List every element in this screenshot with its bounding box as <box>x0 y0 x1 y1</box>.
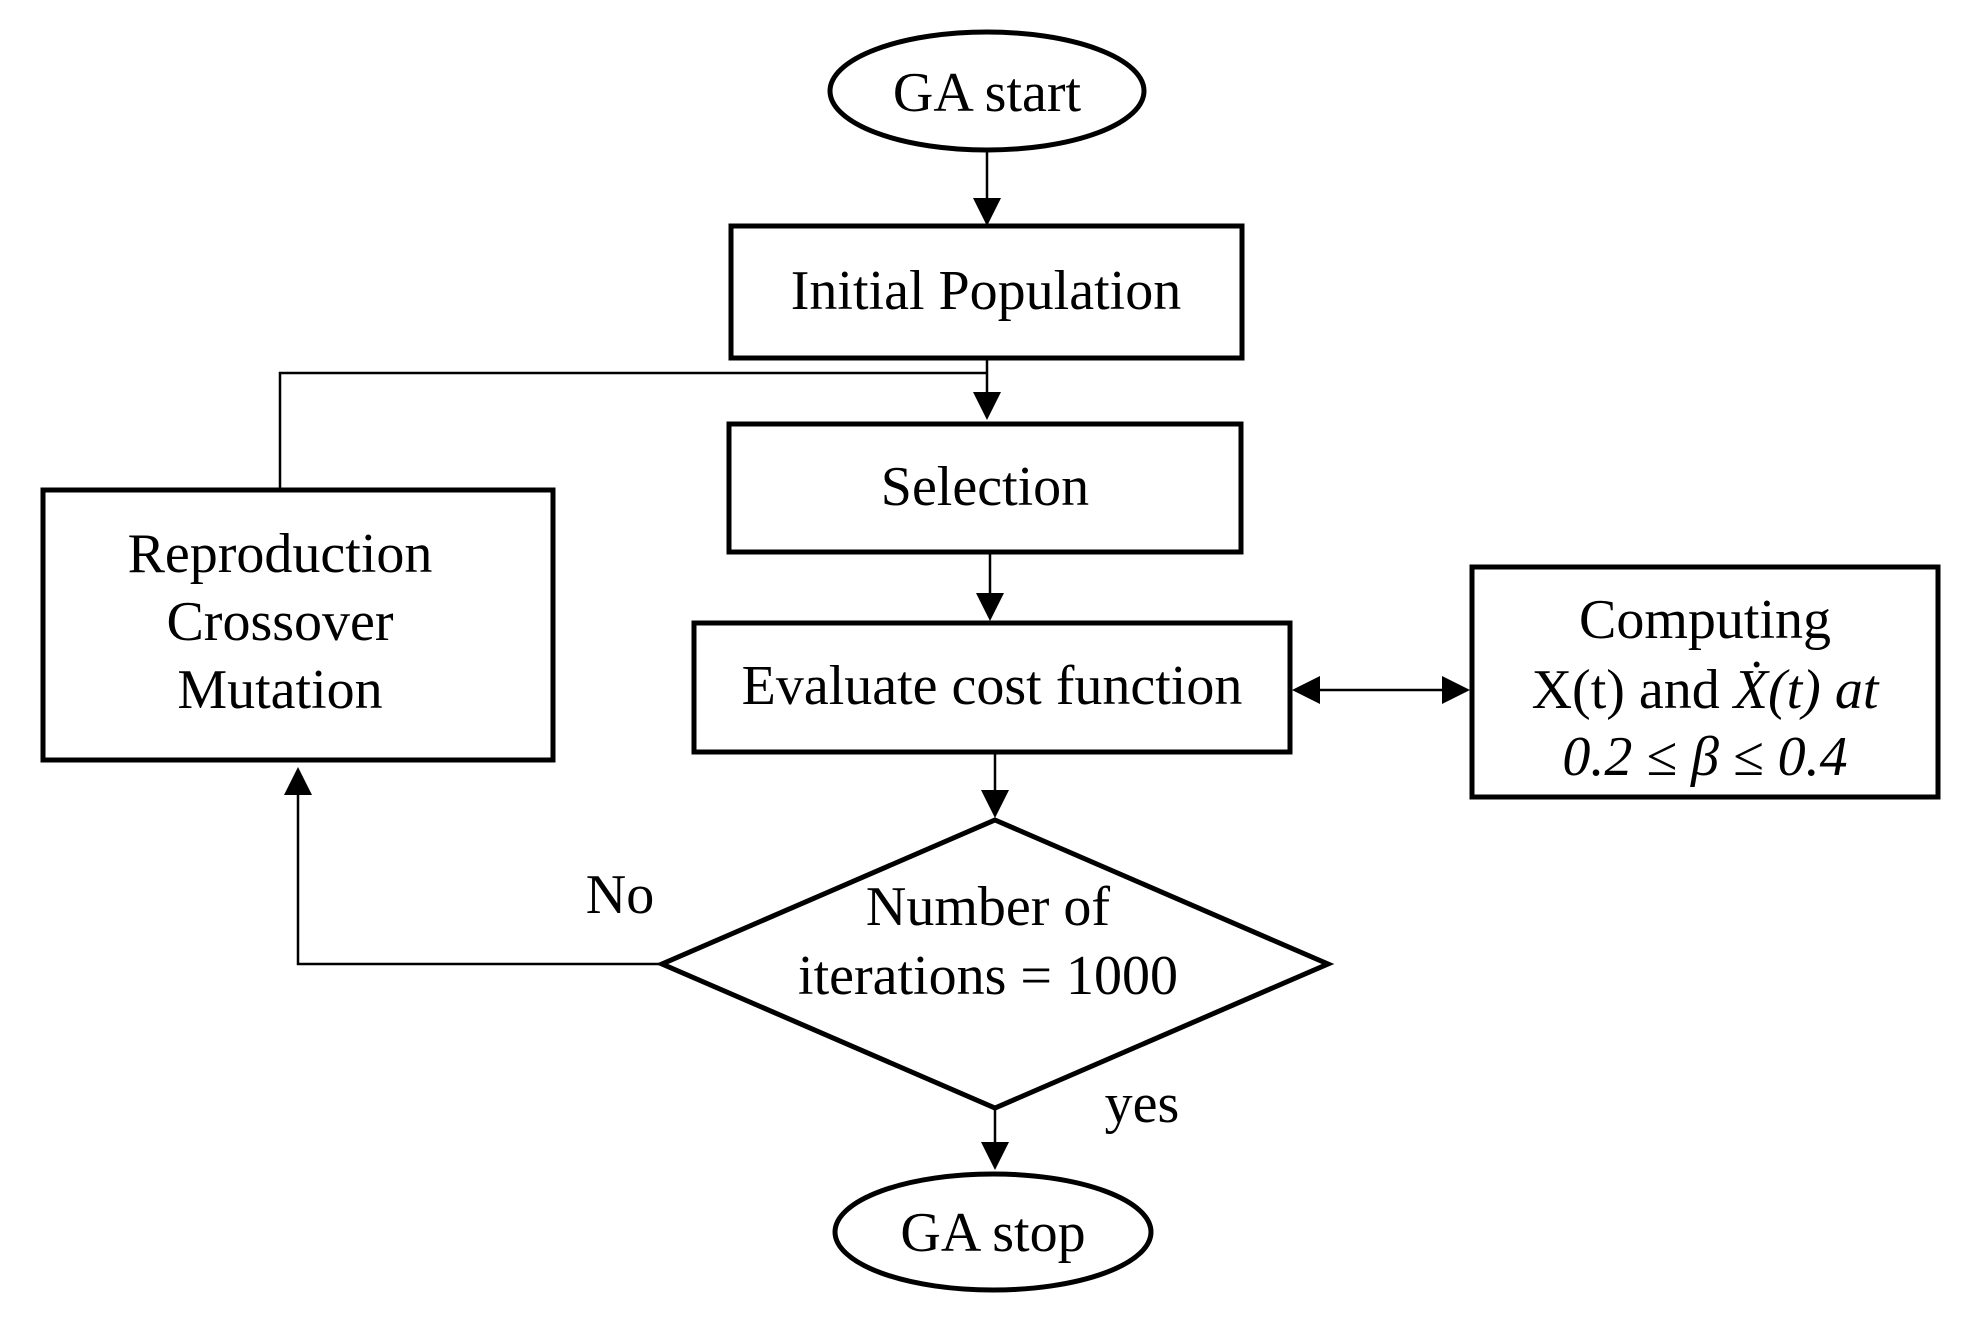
node-decision: Number of iterations = 1000 <box>655 817 1335 1111</box>
compute-label-line3: 0.2 ≤ β ≤ 0.4 <box>1562 726 1847 788</box>
compute-xdot: Ẋ(t) <box>1732 659 1821 721</box>
compute-x: X <box>1532 659 1572 721</box>
decision-label-line1: Number of <box>866 876 1111 938</box>
node-start: GA start <box>827 29 1147 153</box>
edge-repro-to-selection <box>278 371 987 488</box>
stop-label: GA stop <box>900 1202 1085 1264</box>
decision-label-line2: iterations = 1000 <box>798 945 1178 1007</box>
repro-label-crossover: Crossover <box>166 591 393 653</box>
compute-label-line1: Computing <box>1579 589 1831 651</box>
repro-label-reproduction: Reproduction <box>128 523 433 585</box>
init-label: Initial Population <box>791 260 1181 322</box>
connectors <box>278 124 1470 1170</box>
edge-decision-to-repro <box>296 795 662 966</box>
selection-label: Selection <box>881 456 1089 518</box>
node-selection: Selection <box>726 421 1244 555</box>
node-stop: GA stop <box>832 1171 1154 1293</box>
start-label: GA start <box>893 62 1082 124</box>
node-computing: Computing X(t) and Ẋ(t) at 0.2 ≤ β ≤ 0.4 <box>1469 564 1941 800</box>
label-no: No <box>586 864 654 926</box>
arrowhead-init <box>973 198 1001 226</box>
compute-and: and <box>1625 659 1734 721</box>
arrowhead-evaluate <box>976 593 1004 621</box>
compute-t: (t) <box>1572 659 1625 721</box>
node-evaluate: Evaluate cost function <box>691 620 1293 755</box>
repro-label-mutation: Mutation <box>177 659 382 721</box>
arrowhead-decision <box>981 790 1009 818</box>
node-reproduction: Reproduction Crossover Mutation <box>40 487 556 763</box>
arrowhead-selection <box>973 392 1001 420</box>
compute-at: at <box>1821 659 1880 721</box>
compute-label-line2: X(t) and Ẋ(t) at <box>1532 659 1880 721</box>
arrowhead-repro <box>284 767 312 795</box>
evaluate-label: Evaluate cost function <box>742 655 1243 717</box>
arrowhead-compute-right <box>1442 676 1470 704</box>
label-yes: yes <box>1105 1073 1180 1135</box>
node-initial-population: Initial Population <box>728 223 1245 361</box>
arrowhead-stop <box>981 1142 1009 1170</box>
arrowhead-evaluate-left <box>1292 676 1320 704</box>
